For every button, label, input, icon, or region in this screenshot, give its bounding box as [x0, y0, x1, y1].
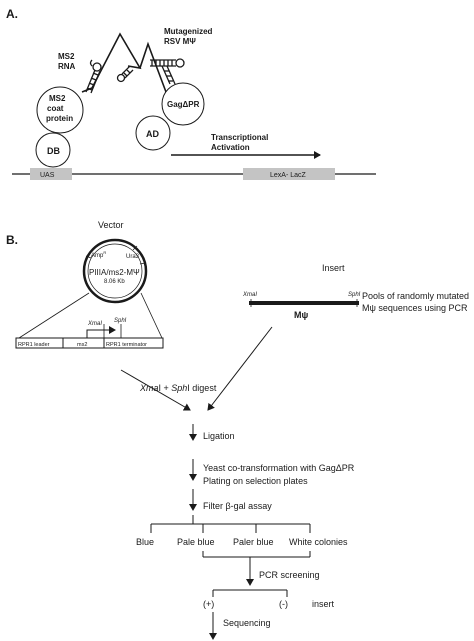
plasmid-outer-ring	[82, 238, 148, 304]
uas-box	[30, 168, 72, 180]
mutagenized-rsv-label: Mutagenized RSV MΨ	[164, 27, 215, 46]
amp-label: AmpR	[91, 250, 106, 259]
insert-m-psi-label: Mψ	[294, 310, 308, 320]
panel-b-label: B.	[6, 233, 18, 247]
cassette-rpr1-terminator: RPR1 terminator	[106, 342, 147, 348]
insert-xmai-label: XmaI	[242, 292, 257, 298]
transcriptional-activation-label: Transcriptional Activation	[211, 133, 271, 152]
zoom-line-left	[18, 292, 90, 339]
gag-delta-pr-label: GagΔPR	[167, 100, 200, 109]
vector-merge-arrow	[120, 369, 191, 411]
zoom-line-right	[140, 292, 163, 339]
promoter-arrow	[86, 326, 116, 338]
colony-blue: Blue	[136, 537, 154, 547]
expression-cassette: RPR1 leader ms2 RPR1 terminator	[15, 337, 164, 349]
ms2-coat-protein-circle	[36, 86, 84, 134]
pcr-insert-label: insert	[312, 599, 335, 609]
gag-delta-pr-circle	[161, 82, 205, 126]
ms2-coat-protein-label: MS2 coat protein	[46, 94, 73, 123]
digest-label: XmaI + SphI digest	[139, 383, 217, 393]
db-label: DB	[47, 146, 60, 156]
insert-bar	[249, 301, 359, 305]
ms2-rna-label: MS2 RNA	[58, 52, 77, 71]
vector-title: Vector	[98, 220, 124, 230]
pcr-negative: (-)	[279, 599, 288, 609]
vector-sphi-site: SphI	[114, 318, 127, 324]
psi-hairpin	[150, 58, 185, 85]
plasmid-inner-ring	[87, 243, 143, 299]
cassette-rpr1-leader: RPR1 leader	[18, 342, 50, 348]
plasmid-size: 8.06 Kb	[104, 279, 125, 285]
ms2-hairpin	[85, 59, 102, 94]
cassette-ms2: ms2	[77, 342, 87, 348]
colony-pale-blue: Pale blue	[177, 537, 215, 547]
pools-description: Pools of randomly mutated Mψ sequences u…	[362, 291, 472, 313]
panel-a-label: A.	[6, 7, 18, 21]
middle-hairpin	[116, 65, 134, 83]
insert-sphi-label: SphI	[348, 292, 361, 298]
plasmid-ticks	[85, 245, 146, 265]
panel-a: A. UAS LexA- LacZ DB MS2 coat protein MS…	[6, 7, 376, 180]
insert-merge-arrow	[207, 326, 273, 411]
db-circle	[35, 132, 71, 168]
vector-xmai-site: XmaI	[87, 321, 102, 327]
uas-label: UAS	[40, 172, 55, 179]
step-plating: Plating on selection plates	[203, 476, 308, 486]
step-pcr-screening: PCR screening	[259, 570, 320, 580]
lexa-lacz-label: LexA- LacZ	[270, 172, 307, 179]
colony-paler-blue: Paler blue	[233, 537, 274, 547]
ura3-label: Ura3	[126, 254, 140, 260]
step-sequencing: Sequencing	[223, 618, 271, 628]
step-ligation: Ligation	[203, 431, 235, 441]
plasmid-name: PIIIA/ms2-MΨ	[89, 268, 140, 277]
pcr-positive: (+)	[203, 599, 214, 609]
step-filter-assay: Filter β-gal assay	[203, 501, 272, 511]
panel-b: B. Vector AmpR Ura3 PIIIA/ms2-MΨ 8.06 Kb…	[6, 220, 472, 640]
insert-title: Insert	[322, 263, 345, 273]
ad-circle	[135, 115, 171, 151]
lexa-lacz-box	[243, 168, 335, 180]
ad-label: AD	[146, 129, 159, 139]
step-cotransformation: Yeast co-transformation with GagΔPR	[203, 463, 355, 473]
colony-white: White colonies	[289, 537, 348, 547]
